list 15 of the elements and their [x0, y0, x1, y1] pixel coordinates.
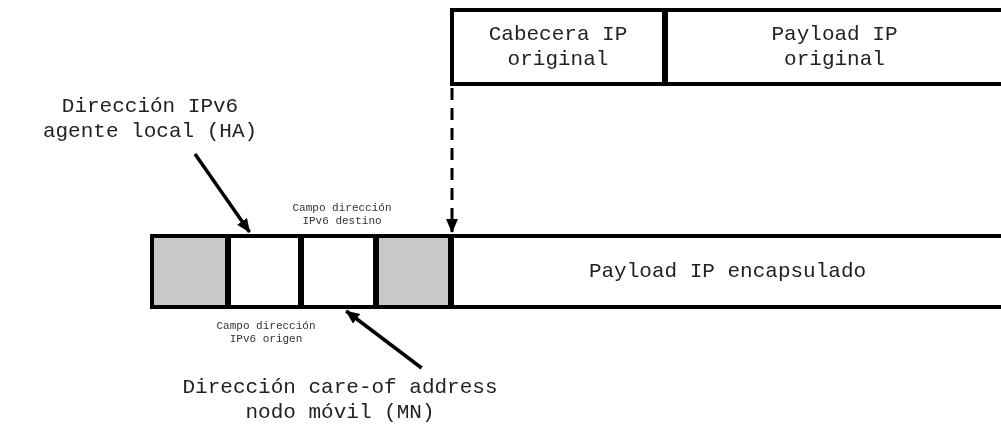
field-caption: Campo dirección IPv6 destino: [291, 202, 393, 228]
field-label: Cabecera IP original: [487, 22, 629, 72]
arrow: [193, 153, 251, 233]
field-label: Payload IP original: [770, 22, 899, 72]
annotation-text: Dirección IPv6 agente local (HA): [41, 94, 259, 144]
dashed-arrow: [446, 88, 458, 233]
field-caption: Campo dirección IPv6 origen: [215, 320, 317, 346]
packet-field: [664, 8, 1001, 86]
field-label: Payload IP encapsulado: [587, 259, 868, 284]
header-field: [150, 234, 229, 309]
packet-field: [450, 234, 1001, 309]
annotation-text: Dirección care-of address nodo móvil (MN): [181, 375, 499, 425]
header-field: [375, 234, 452, 309]
arrow: [345, 309, 423, 370]
packet-field: [450, 8, 666, 86]
